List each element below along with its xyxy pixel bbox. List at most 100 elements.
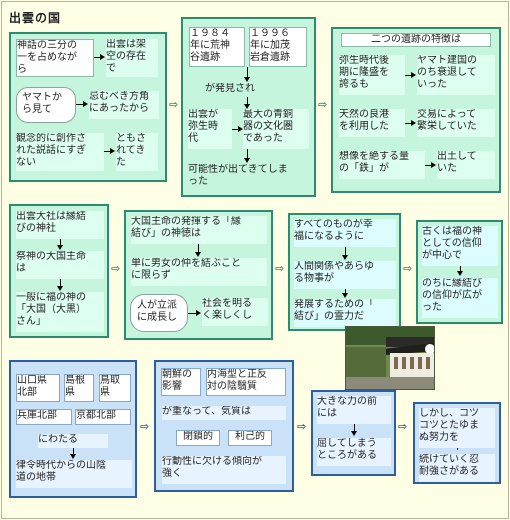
- arrow-right: [196, 310, 201, 316]
- virtue-box-c: 人が立派 に成長し: [130, 294, 188, 332]
- arrow-right: [110, 148, 115, 154]
- myth-box-d: 忌むべき方角 にあったから: [89, 91, 159, 119]
- arrow-down: [342, 255, 348, 260]
- feature-box-1b: ヤマト建国の のち衰退して いった: [417, 55, 495, 95]
- features-title: 二つの遺跡の特徴は: [341, 33, 491, 47]
- temper-selfish: 利己的: [228, 430, 272, 446]
- temper-closed: 閉鎖的: [176, 430, 220, 446]
- panel-temperament: 朝鮮の 影響 内海型と正反 対の陰翳質 が重なって、気質は 閉鎖的 利己的 行動…: [154, 360, 294, 492]
- pref-hyogo: 兵庫北部: [16, 409, 72, 425]
- connector: [247, 97, 248, 104]
- power-box-a: 大きな力の前 には: [317, 396, 391, 424]
- myth-box-e: 観念的に創作さ れた説話にすぎ ない: [16, 133, 104, 171]
- panel-region: 山口県 北部 島根 県 鳥取 県 兵庫北部 京都北部 にわたる 律令時代からの山…: [9, 360, 137, 498]
- pref-shimane: 島根 県: [64, 374, 94, 402]
- discovered-label: が発見され: [205, 83, 255, 94]
- panel-perseverance: しかし、コツ コツとたゆま ぬ努力を 続けていく忍 耐強さがある: [413, 402, 501, 484]
- bronze-box-a: 出雲が 弥生時 代: [188, 109, 232, 149]
- next-arrow-icon: ⇨: [275, 262, 285, 275]
- shrine-box-b: 祭神の大国主命 は: [16, 251, 104, 279]
- arrow-down: [457, 271, 463, 276]
- next-arrow-icon: ⇨: [169, 98, 179, 111]
- sanindo-label: 律令時代からの山陰 道の地帯: [16, 460, 132, 488]
- connector: [60, 279, 61, 287]
- arrow-down: [195, 252, 201, 257]
- arrow-down: [244, 77, 250, 82]
- arrow-down: [57, 286, 63, 291]
- connector: [405, 123, 411, 124]
- possibility-label: 可能性が出てきてしま った: [188, 164, 288, 187]
- panel-features: 二つの遺跡の特徴は 弥生時代後 期に隆盛を 誇るも ヤマト建国の のち衰退して …: [331, 27, 501, 193]
- arrow-right: [411, 72, 416, 78]
- pref-yamaguchi: 山口県 北部: [16, 374, 60, 402]
- shrine-photo-icon: [346, 327, 434, 389]
- persevere-box-b: 続けていく忍 耐強さがある: [419, 454, 495, 482]
- arrow-right: [411, 120, 416, 126]
- connector: [457, 448, 458, 450]
- pref-kyoto: 京都北部: [75, 409, 131, 425]
- next-arrow-icon: ⇨: [403, 262, 413, 275]
- connector: [345, 247, 346, 255]
- feature-box-3a: 想像を絶する量 の「鉄」が: [339, 151, 425, 179]
- shrine-photo: [345, 326, 435, 390]
- myth-box-f: ともさ れてき た: [116, 133, 158, 171]
- region-label: にわたる: [38, 434, 108, 448]
- arrow-right: [83, 101, 88, 107]
- connector: [460, 266, 461, 272]
- connector: [60, 239, 61, 246]
- bond-box-c: 発展するための「 結び」の霊力だ: [294, 299, 396, 327]
- connector: [73, 448, 74, 454]
- next-arrow-icon: ⇨: [398, 420, 408, 433]
- arrow-down: [351, 431, 357, 436]
- arrow-right: [100, 54, 105, 60]
- bronze-box-b: 最大の青銅 器の文化圏 であった: [243, 109, 309, 149]
- virtue-box-d: 社会を明る く楽しくし: [202, 298, 268, 326]
- temper-box-a: 朝鮮の 影響: [161, 368, 201, 396]
- feature-box-2b: 交易によって 繁栄していた: [417, 109, 495, 137]
- panel-faith: 古くは福の神 としての信仰 が中心で のちに縁結び の信仰が広が った: [416, 220, 503, 324]
- arrow-down: [70, 454, 76, 459]
- connector: [232, 129, 238, 130]
- panel-discovery: １９８４ 年に荒神 谷遺跡 １９９６ 年に加茂 岩倉遺跡 が発見され 出雲が 弥…: [181, 17, 316, 197]
- feature-box-2a: 天然の良港 を利用した: [339, 109, 405, 137]
- arrow-down: [57, 245, 63, 250]
- connector: [354, 424, 355, 432]
- virtue-box-b: 単に男女の仲を結ぶこと に限らず: [131, 258, 267, 286]
- faith-box-a: 古くは福の神 としての信仰 が中心で: [422, 226, 498, 266]
- panel-shrine: 出雲大社は縁結 びの神社 祭神の大国主命 は 一般に福の神の 「大国（大黒） さ…: [9, 204, 109, 338]
- connector: [94, 57, 100, 58]
- connector: [425, 165, 431, 166]
- bond-box-b: 人間関係やあらゆ る物事が: [294, 261, 396, 289]
- connector: [76, 104, 83, 105]
- pref-tottori: 鳥取 県: [99, 374, 131, 402]
- persevere-box-a: しかし、コツ コツとたゆま ぬ努力を: [419, 408, 495, 448]
- next-arrow-icon: ⇨: [297, 420, 307, 433]
- temper-label: が重なって、気質は: [162, 406, 286, 420]
- panel-virtue: 大国主命の発揮する「縁 結び」の神徳は 単に男女の仲を結ぶこと に限らず 人が立…: [124, 210, 273, 340]
- next-arrow-icon: ⇨: [111, 262, 121, 275]
- connector: [104, 151, 110, 152]
- panel-myth: 神話の三分の 一を占めなが ら 出雲は架 空の存在 で ヤマトか ら見て 忌むべ…: [9, 32, 167, 182]
- temper-box-b: 内海型と正反 対の陰翳質: [206, 368, 286, 396]
- arrow-down: [244, 158, 250, 163]
- connector: [247, 67, 248, 77]
- arrow-down: [244, 104, 250, 109]
- bond-box-a: すべてのものが幸 福になるように: [294, 219, 396, 247]
- next-arrow-icon: ⇨: [318, 98, 328, 111]
- myth-box-c: ヤマトか ら見て: [16, 87, 76, 123]
- feature-box-3b: 出土して いた: [437, 151, 495, 179]
- next-arrow-icon: ⇨: [140, 420, 150, 433]
- panel-bond: すべてのものが幸 福になるように 人間関係やあらゆ る物事が 発展するための「 …: [288, 213, 401, 331]
- virtue-box-a: 大国主命の発揮する「縁 結び」の神徳は: [131, 216, 267, 244]
- feature-box-1a: 弥生時代後 期に隆盛を 誇るも: [339, 55, 405, 95]
- arrow-right: [238, 126, 243, 132]
- connector: [198, 244, 199, 252]
- panel-power: 大きな力の前 には 屈してしまう ところがある: [311, 390, 396, 476]
- arrow-right: [431, 162, 436, 168]
- shrine-box-a: 出雲大社は縁結 びの神社: [16, 211, 104, 239]
- page-title: 出雲の国: [9, 11, 62, 25]
- myth-box-b: 出雲は架 空の存在 で: [106, 39, 158, 77]
- shrine-box-c: 一般に福の神の 「大国（大黒） さん」: [16, 292, 104, 332]
- faith-box-b: のちに縁結び の信仰が広が った: [422, 278, 498, 318]
